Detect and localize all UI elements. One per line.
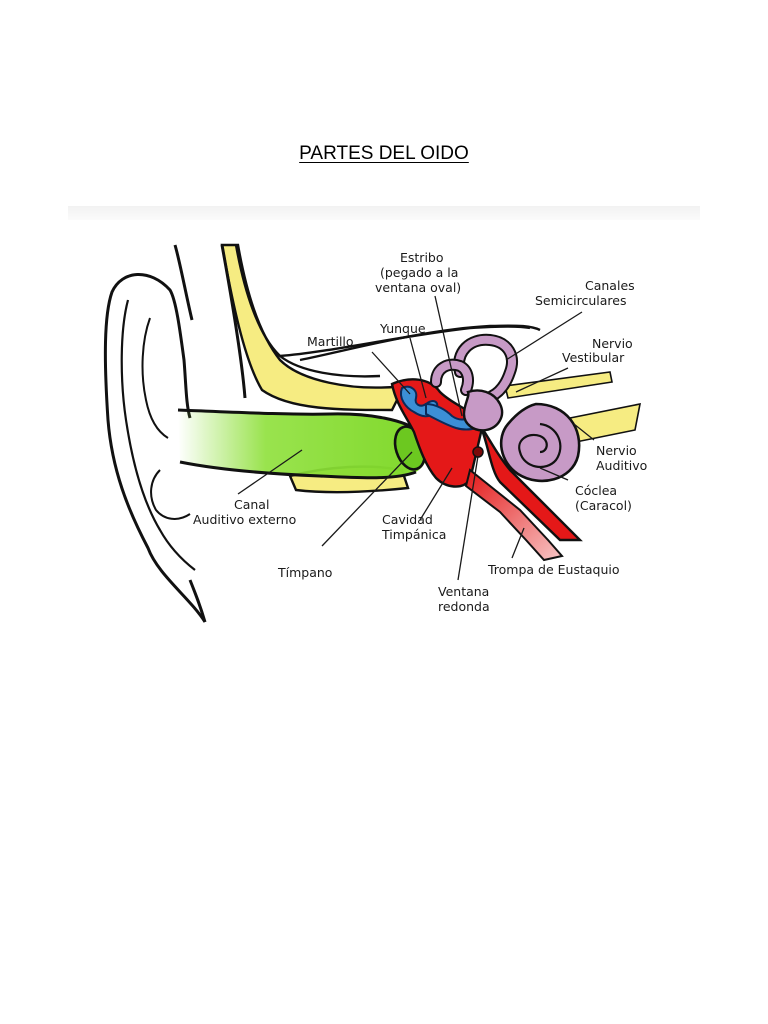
- label-ventana-redonda: Ventana redonda: [438, 584, 493, 614]
- label-estribo: Estribo (pegado a la ventana oval): [375, 250, 462, 295]
- label-coclea-1: Cóclea: [575, 483, 617, 498]
- label-estribo-1: Estribo: [400, 250, 444, 265]
- label-canales-2: Semicirculares: [535, 293, 626, 308]
- inner-ear: [430, 333, 581, 483]
- label-nervio-auditivo-2: Auditivo: [596, 458, 647, 473]
- label-trompa-1: Trompa de Eustaquio: [487, 562, 620, 577]
- label-canales-1: Canales: [585, 278, 635, 293]
- label-nervio-vestibular: Nervio Vestibular: [562, 336, 637, 365]
- label-estribo-2: (pegado a la: [380, 265, 458, 280]
- temporal-bone: [220, 243, 642, 494]
- label-canal-auditivo-1: Canal: [234, 497, 269, 512]
- figure-top-band: [68, 206, 700, 220]
- label-martillo-1: Martillo: [307, 334, 354, 349]
- label-cavidad-2: Timpánica: [381, 527, 446, 542]
- label-cavidad: Cavidad Timpánica: [381, 512, 446, 542]
- label-canal-auditivo: Canal Auditivo externo: [193, 497, 296, 527]
- label-nervio-vestibular-2: Vestibular: [562, 350, 625, 365]
- label-canal-auditivo-2: Auditivo externo: [193, 512, 296, 527]
- ear-canal: [177, 408, 428, 480]
- label-yunque-1: Yunque: [379, 321, 426, 336]
- label-nervio-auditivo: Nervio Auditivo: [596, 443, 647, 473]
- label-estribo-3: ventana oval): [375, 280, 461, 295]
- label-trompa: Trompa de Eustaquio: [487, 562, 620, 577]
- label-coclea: Cóclea (Caracol): [575, 483, 632, 513]
- label-nervio-vestibular-1: Nervio: [592, 336, 633, 351]
- label-timpano-1: Tímpano: [277, 565, 332, 580]
- page-title: PARTES DEL OIDO: [299, 143, 469, 164]
- leader-lines: [237, 295, 595, 581]
- label-timpano: Tímpano: [277, 565, 332, 580]
- pinna: [103, 244, 207, 623]
- label-martillo: Martillo: [307, 334, 354, 349]
- label-canales: Canales Semicirculares: [535, 278, 639, 308]
- label-ventana-redonda-2: redonda: [438, 599, 490, 614]
- label-yunque: Yunque: [379, 321, 426, 336]
- label-ventana-redonda-1: Ventana: [438, 584, 489, 599]
- label-nervio-auditivo-1: Nervio: [596, 443, 637, 458]
- label-cavidad-1: Cavidad: [382, 512, 433, 527]
- label-coclea-2: (Caracol): [575, 498, 632, 513]
